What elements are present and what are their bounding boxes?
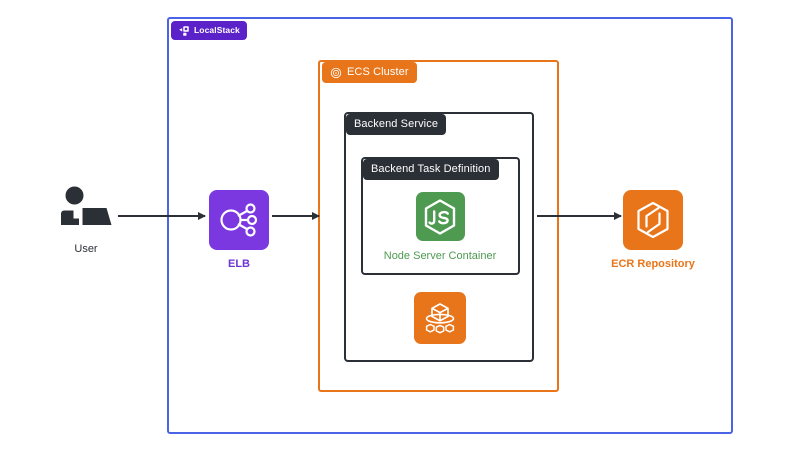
arrow-backend-service-to-ecr (537, 211, 622, 220)
backend-service-badge: Backend Service (346, 114, 447, 135)
node-ecr-repository: ECR Repository (611, 190, 695, 270)
localstack-badge-label: LocalStack (194, 25, 240, 36)
ecs-cluster-container-box (318, 60, 559, 392)
ecr-repository-label: ECR Repository (611, 258, 695, 270)
backend-task-definition-badge: Backend Task Definition (363, 159, 499, 180)
node-user: User (46, 186, 126, 255)
arrow-user-to-elb (118, 211, 206, 220)
ecs-cluster-badge: ECS Cluster (322, 62, 417, 83)
elastic-load-balancer-icon (209, 190, 269, 250)
localstack-badge: LocalStack (171, 21, 247, 40)
arrow-elb-to-ecs-cluster (272, 211, 320, 220)
user-at-laptop-icon (58, 186, 114, 233)
user-label: User (74, 243, 98, 255)
node-elb: ELB (209, 190, 269, 270)
ecs-cluster-icon (330, 67, 342, 79)
ecs-cluster-badge-label: ECS Cluster (347, 66, 409, 78)
ecr-repository-cube-icon (623, 190, 683, 250)
node-node-server-container: Node Server Container (384, 192, 496, 262)
node-server-container-label: Node Server Container (383, 250, 497, 262)
backend-task-definition-badge-label: Backend Task Definition (371, 163, 491, 175)
localstack-logo-icon (178, 25, 190, 37)
backend-service-badge-label: Backend Service (354, 118, 439, 130)
backend-service-container-box (344, 112, 534, 362)
nodejs-logo-icon (415, 192, 465, 241)
backend-task-definition-container-box (361, 157, 520, 275)
node-ecs-service-icon (414, 292, 466, 344)
localstack-container-box (167, 17, 733, 434)
elb-label: ELB (228, 258, 250, 270)
aws-ecs-service-icon (414, 292, 466, 344)
